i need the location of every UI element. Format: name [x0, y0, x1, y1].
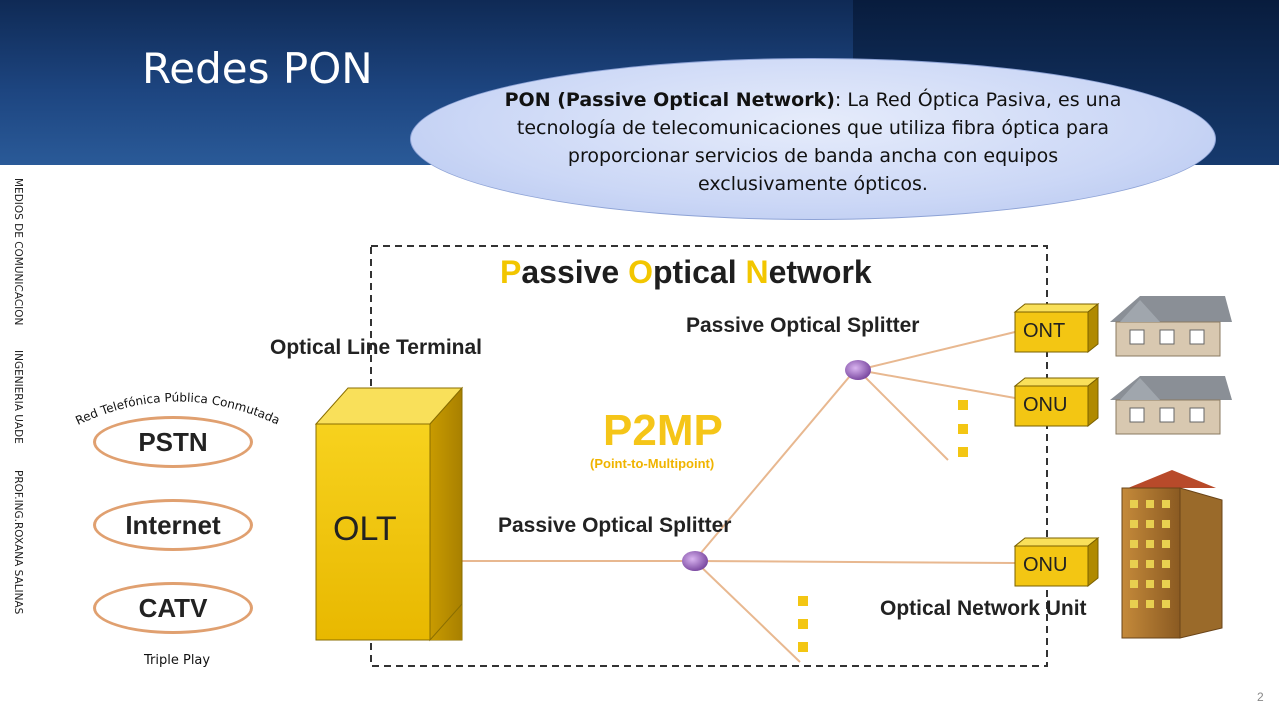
splitter-bottom-node — [682, 551, 708, 571]
service-catv: CATV — [93, 582, 253, 634]
slide-title: Redes PON — [142, 44, 373, 93]
triple-play-label: Triple Play — [144, 653, 211, 668]
fiber-splitter-drop — [694, 560, 801, 663]
onu-description-label: Optical Network Unit — [880, 597, 1087, 620]
service-pstn: PSTN — [93, 416, 253, 468]
page-number: 2 — [1257, 690, 1264, 704]
onu-1-label: ONU — [1023, 394, 1068, 416]
pon-title-p: P — [500, 254, 522, 290]
pon-title-assive: assive — [521, 254, 629, 290]
splitter-top-label: Passive Optical Splitter — [686, 314, 920, 337]
continuation-dots-top — [958, 400, 968, 457]
definition-callout — [410, 58, 1216, 220]
sidebar-professor: PROF.ING.ROXANA SALINAS — [12, 470, 24, 615]
splitter-top-node — [845, 360, 871, 380]
sidebar-course: MEDIOS DE COMUNICACION — [12, 178, 24, 326]
p2mp-label: P2MP — [603, 406, 723, 455]
continuation-dots-bottom — [798, 596, 808, 652]
onu-device-1 — [1013, 376, 1100, 428]
onu-device-2 — [1013, 536, 1100, 588]
pon-network-title: Passive Optical Network — [500, 254, 872, 291]
fiber-splitter-splitter — [694, 369, 856, 561]
ont-label: ONT — [1023, 320, 1066, 342]
definition-text: PON (Passive Optical Network): La Red Óp… — [500, 86, 1126, 198]
pon-title-etwork: etwork — [768, 254, 872, 290]
definition-term: PON (Passive Optical Network) — [504, 89, 835, 111]
building-icon — [1121, 470, 1223, 639]
house-1-icon — [1110, 296, 1232, 357]
pon-title-n: N — [745, 254, 769, 290]
olt-label: Optical Line Terminal — [270, 336, 482, 359]
fiber-links — [462, 331, 1016, 663]
pon-title-o: O — [628, 254, 653, 290]
definition-body: : La Red Óptica Pasiva, es una tecnologí… — [516, 89, 1122, 195]
fiber-split2-drop — [857, 369, 949, 461]
fiber-split2-ont — [857, 331, 1016, 371]
house-2-icon — [1110, 376, 1232, 435]
olt-device — [314, 386, 464, 642]
sidebar-school: INGENIERIA UADE — [12, 350, 24, 444]
splitter-bottom-label: Passive Optical Splitter — [498, 514, 732, 537]
sidebar-credits: MEDIOS DE COMUNICACION INGENIERIA UADE P… — [12, 178, 32, 618]
fiber-split2-onu1 — [857, 369, 1016, 399]
fiber-splitter-onu2 — [694, 560, 1016, 564]
ont-device — [1013, 302, 1100, 354]
pon-title-ptical: ptical — [653, 254, 746, 290]
service-internet: Internet — [93, 499, 253, 551]
onu-2-label: ONU — [1023, 554, 1068, 576]
p2mp-sub-label: (Point-to-Multipoint) — [590, 456, 715, 471]
olt-box-label: OLT — [333, 510, 397, 548]
